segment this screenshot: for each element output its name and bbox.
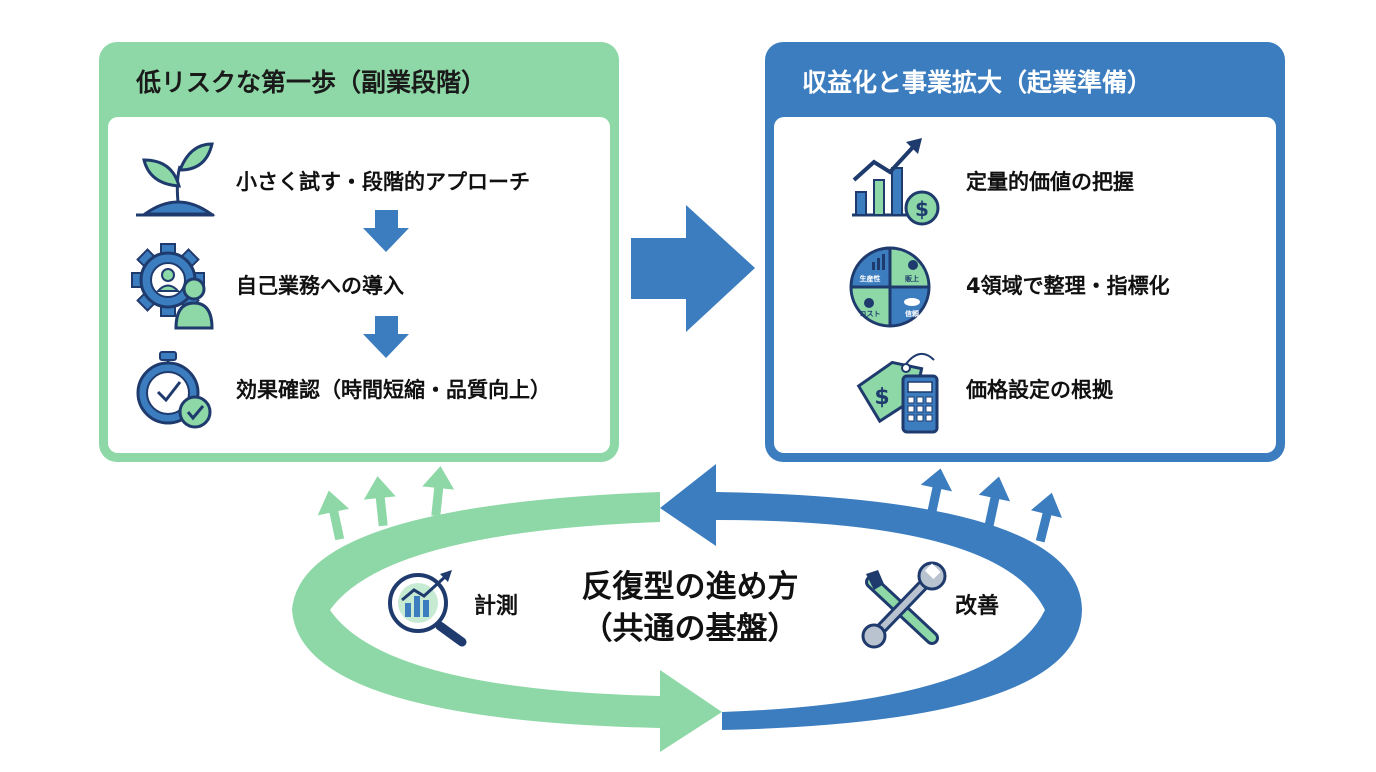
right-panel-title: 収益化と事業拡大（起業準備） (802, 68, 1153, 97)
up-arrows-left (317, 466, 455, 541)
stopwatch-check-icon (136, 351, 212, 429)
right-item-label: 価格設定の根拠 (966, 378, 1113, 402)
down-arrow-2 (363, 316, 409, 358)
svg-text:$: $ (874, 385, 889, 410)
sprout-icon (136, 142, 216, 217)
cycle-label-improve: 改善 (955, 594, 1000, 619)
quadrant-label-sales: 販上 (905, 274, 919, 283)
up-arrows-right (920, 468, 1063, 543)
cycle-title-line1: 反復型の進め方 (581, 569, 799, 605)
left-panel-title: 低リスクな第一歩（副業段階） (136, 68, 487, 97)
cycle-label-measure: 計測 (474, 594, 519, 619)
left-item-label: 小さく試す・段階的アプローチ (236, 170, 530, 194)
left-item-label: 効果確認（時間短縮・品質向上） (236, 378, 551, 402)
cycle-arc-measure (292, 492, 722, 752)
left-item-label: 自己業務への導入 (236, 274, 404, 298)
quadrant-label-productivity: 生産性 (860, 274, 881, 283)
growth-chart-dollar-icon: $ (852, 138, 940, 226)
quadrant-label-trust: 信頼 (905, 309, 920, 318)
svg-text:$: $ (915, 197, 929, 221)
cycle-title-line2: （共通の基盤） (581, 611, 799, 647)
right-item-label: 定量的価値の把握 (966, 170, 1134, 194)
price-tag-calculator-icon: $ (856, 353, 939, 434)
wrench-screwdriver-icon (861, 561, 947, 649)
gear-person-icon (131, 243, 214, 330)
quadrant-label-cost: コスト (860, 310, 881, 318)
left-panel (99, 42, 619, 462)
magnifier-chart-icon (388, 570, 467, 647)
down-arrow-1 (363, 210, 409, 252)
right-item-label: 4領域で整理・指標化 (966, 274, 1170, 298)
cycle-arc-improve (660, 464, 1082, 730)
transition-arrow (631, 205, 755, 332)
four-quadrant-icon: 生産性 販上 コスト 信頼 (849, 246, 931, 328)
